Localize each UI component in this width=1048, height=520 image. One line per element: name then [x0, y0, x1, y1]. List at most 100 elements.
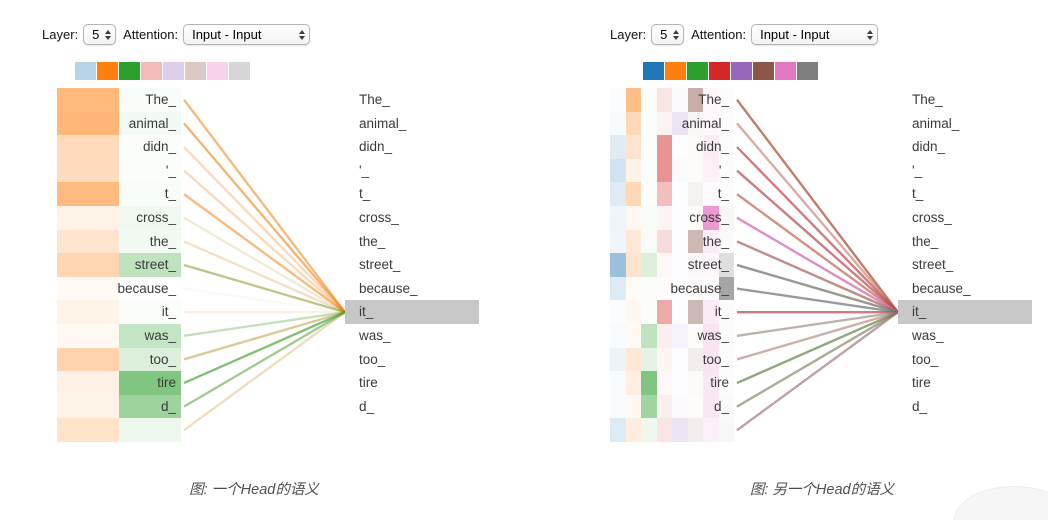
- right-token[interactable]: animal_: [359, 115, 407, 131]
- head-6-toggle[interactable]: [185, 62, 206, 80]
- right-token[interactable]: the_: [359, 233, 386, 249]
- left-token[interactable]: t_: [717, 186, 729, 202]
- right-token[interactable]: d_: [359, 398, 375, 414]
- attention-cell: [656, 323, 672, 348]
- left-token[interactable]: because_: [670, 280, 729, 296]
- attention-line: [184, 171, 345, 313]
- left-token[interactable]: The_: [698, 92, 729, 107]
- head-5-toggle[interactable]: [163, 62, 184, 80]
- left-token[interactable]: [610, 418, 729, 442]
- head-1-toggle[interactable]: [643, 62, 664, 80]
- attention-line: [183, 311, 346, 432]
- head-8-toggle[interactable]: [797, 62, 818, 80]
- right-token[interactable]: The_: [912, 92, 943, 107]
- attention-label: Attention:: [123, 27, 179, 42]
- head-4-toggle[interactable]: [709, 62, 730, 80]
- head-3-toggle[interactable]: [687, 62, 708, 80]
- right-token[interactable]: t_: [359, 186, 371, 202]
- left-token[interactable]: was_: [144, 328, 176, 343]
- left-token[interactable]: The_: [145, 92, 176, 107]
- right-token[interactable]: '_: [912, 162, 923, 178]
- attention-cell: [625, 300, 641, 324]
- attention-line: [183, 311, 346, 361]
- head-4-toggle[interactable]: [141, 62, 162, 80]
- right-token[interactable]: tire: [359, 375, 378, 391]
- left-token[interactable]: tire: [710, 375, 729, 391]
- attention-cell: [703, 347, 719, 372]
- head-6-toggle[interactable]: [753, 62, 774, 80]
- right-token[interactable]: because_: [912, 280, 971, 296]
- attention-cell: [687, 253, 703, 277]
- right-token[interactable]: was_: [359, 328, 391, 343]
- left-token[interactable]: didn_: [142, 139, 176, 155]
- left-token[interactable]: street_: [687, 257, 729, 273]
- left-token[interactable]: [57, 418, 176, 442]
- attention-line: [737, 123, 898, 312]
- attention-cell: [57, 253, 119, 277]
- attention-line: [183, 193, 346, 314]
- left-token[interactable]: was_: [697, 328, 729, 343]
- right-token[interactable]: street_: [912, 257, 954, 273]
- head-3-toggle[interactable]: [119, 62, 140, 80]
- right-token[interactable]: The_: [359, 92, 390, 107]
- right-token[interactable]: d_: [912, 398, 928, 414]
- left-token[interactable]: cross_: [689, 210, 729, 225]
- left-token[interactable]: the_: [702, 233, 729, 249]
- right-token[interactable]: was_: [912, 328, 944, 343]
- layer-select[interactable]: 5: [83, 24, 117, 45]
- left-token[interactable]: street_: [134, 257, 176, 273]
- left-token[interactable]: it_: [714, 304, 729, 320]
- left-token[interactable]: the_: [149, 233, 176, 249]
- right-token[interactable]: tire: [912, 375, 931, 391]
- left-token[interactable]: tire: [157, 375, 176, 391]
- right-token[interactable]: cross_: [912, 210, 952, 225]
- left-token[interactable]: animal_: [681, 115, 729, 131]
- right-token-selected[interactable]: it_: [912, 304, 927, 320]
- attention-cell: [57, 205, 119, 230]
- right-token[interactable]: too_: [359, 351, 386, 367]
- right-token[interactable]: '_: [359, 162, 370, 178]
- attention-cell: [687, 182, 703, 206]
- head-8-toggle[interactable]: [229, 62, 250, 80]
- figure-caption: 图: 另一个Head的语义: [749, 482, 895, 498]
- right-token-selected[interactable]: it_: [359, 304, 374, 320]
- attention-line: [736, 311, 899, 432]
- attention-cell: [703, 111, 719, 136]
- head-5-toggle[interactable]: [731, 62, 752, 80]
- attention-cell: [625, 394, 641, 419]
- left-token[interactable]: d_: [160, 398, 176, 414]
- right-token[interactable]: because_: [359, 280, 418, 296]
- head-1-toggle[interactable]: [75, 62, 96, 80]
- head-2-toggle[interactable]: [97, 62, 118, 80]
- left-token[interactable]: too_: [149, 351, 176, 367]
- right-token[interactable]: t_: [912, 186, 924, 202]
- left-token[interactable]: d_: [713, 398, 729, 414]
- left-token[interactable]: too_: [702, 351, 729, 367]
- right-token[interactable]: the_: [912, 233, 939, 249]
- left-token[interactable]: it_: [161, 304, 176, 320]
- right-token[interactable]: didn_: [359, 139, 393, 155]
- head-2-toggle[interactable]: [665, 62, 686, 80]
- right-token[interactable]: too_: [912, 351, 939, 367]
- left-token[interactable]: t_: [164, 186, 176, 202]
- attention-line: [736, 240, 899, 314]
- left-token[interactable]: '_: [165, 162, 176, 178]
- left-token[interactable]: animal_: [128, 115, 176, 131]
- attention-cell: [672, 323, 688, 348]
- attention-select[interactable]: Input - Input: [751, 24, 879, 45]
- right-token[interactable]: didn_: [912, 139, 946, 155]
- attention-cell: [656, 158, 672, 183]
- head-7-toggle[interactable]: [207, 62, 228, 80]
- left-token[interactable]: because_: [117, 280, 176, 296]
- right-token[interactable]: cross_: [359, 210, 399, 225]
- right-token[interactable]: animal_: [912, 115, 960, 131]
- attention-select[interactable]: Input - Input: [183, 24, 311, 45]
- left-token[interactable]: didn_: [695, 139, 729, 155]
- right-token[interactable]: street_: [359, 257, 401, 273]
- attention-cell: [656, 347, 672, 372]
- left-token[interactable]: '_: [718, 162, 729, 178]
- left-token[interactable]: cross_: [136, 210, 176, 225]
- attention-line: [736, 311, 899, 337]
- layer-select[interactable]: 5: [651, 24, 685, 45]
- head-7-toggle[interactable]: [775, 62, 796, 80]
